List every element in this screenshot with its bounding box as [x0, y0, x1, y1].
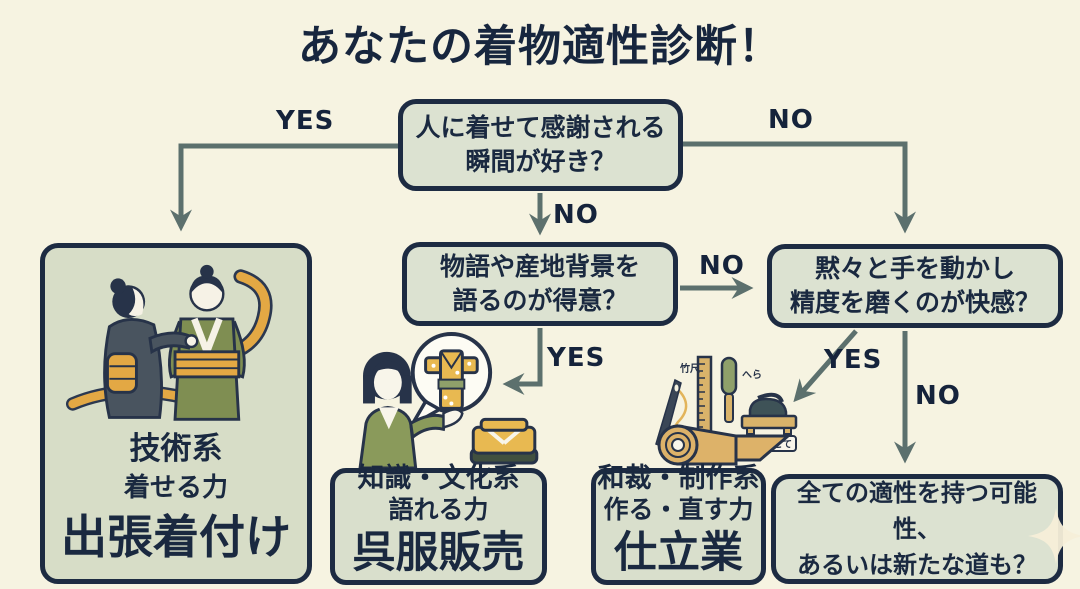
edge-q1-yes-arrow: [169, 143, 400, 232]
iron-label: 和裁こて: [753, 439, 792, 451]
result-category: 和裁・制作系: [597, 463, 760, 494]
edge-label-q1-yes: YES: [276, 106, 335, 136]
edge-label-q1-no-down: NO: [553, 200, 599, 230]
bamboo-ruler-label: 竹尺: [679, 362, 700, 375]
result-job: 出張着付け: [61, 510, 291, 565]
result-category: 技術系: [129, 431, 223, 467]
question-box-storytelling: 物語や産地背景を 語るのが得意？: [402, 242, 678, 326]
edge-label-q2-yes: YES: [547, 343, 606, 373]
edge-label-q3-no: NO: [915, 381, 961, 411]
question-text: 黙々と手を動かし 精度を磨くのが快感？: [789, 254, 1040, 317]
result-job: 呉服販売: [352, 527, 525, 578]
result-box-dressing: 技術系 着せる力 出張着付け: [40, 243, 312, 584]
question-text: 物語や産地背景を 語るのが得意？: [439, 252, 640, 315]
question-box-dressing-gratitude: 人に着せて感謝される 瞬間が好き？: [398, 99, 683, 191]
edge-label-q1-no: NO: [768, 105, 814, 135]
result-box-all-aptitudes: 全ての適性を持つ可能性、 あるいは新たな道も？: [771, 474, 1063, 584]
fabric-roll-icon: [657, 424, 793, 466]
edge-q2-yes-arrow: [502, 328, 543, 396]
folded-kimono-icon: [469, 417, 539, 465]
edge-q1-no-arrow: [681, 141, 917, 234]
result-text: 全ての適性を持つ可能性、 あるいは新たな道も？: [797, 479, 1037, 579]
question-text: 人に着せて感謝される 瞬間が好き？: [415, 113, 666, 176]
result-category: 知識・文化系: [357, 463, 520, 494]
spatula-icon: へら: [720, 356, 762, 423]
kimono-icon: [424, 349, 479, 410]
result-skill: 作る・直す力: [603, 495, 754, 525]
sparkle-icon: [1028, 508, 1080, 564]
kimono-saleswoman-illustration: [358, 331, 539, 468]
sewing-tools-illustration: 竹尺 へら 和裁こて: [655, 355, 798, 466]
result-job: 仕立業: [614, 527, 743, 578]
speech-bubble-icon: [410, 331, 493, 414]
bamboo-ruler-icon: 竹尺: [679, 355, 713, 453]
result-box-tailoring: 和裁・制作系 作る・直す力 仕立業: [591, 463, 766, 585]
iron-icon: 和裁こて: [740, 392, 798, 452]
result-box-sales: 知識・文化系 語れる力 呉服販売: [330, 463, 547, 585]
edge-label-q2-no: NO: [699, 251, 745, 281]
page-title: あなたの着物適性診断！: [298, 22, 782, 72]
saleswoman: [358, 351, 464, 468]
kimono-dressing-illustration: [65, 264, 273, 421]
needle-icon: [655, 378, 682, 448]
edge-label-q3-yes: YES: [824, 345, 883, 375]
result-skill: 語れる力: [388, 495, 489, 525]
thread: [671, 385, 688, 450]
spatula-label: へら: [742, 369, 762, 381]
result-skill: 着せる力: [123, 472, 228, 503]
question-box-handwork-precision: 黙々と手を動かし 精度を磨くのが快感？: [767, 244, 1063, 328]
